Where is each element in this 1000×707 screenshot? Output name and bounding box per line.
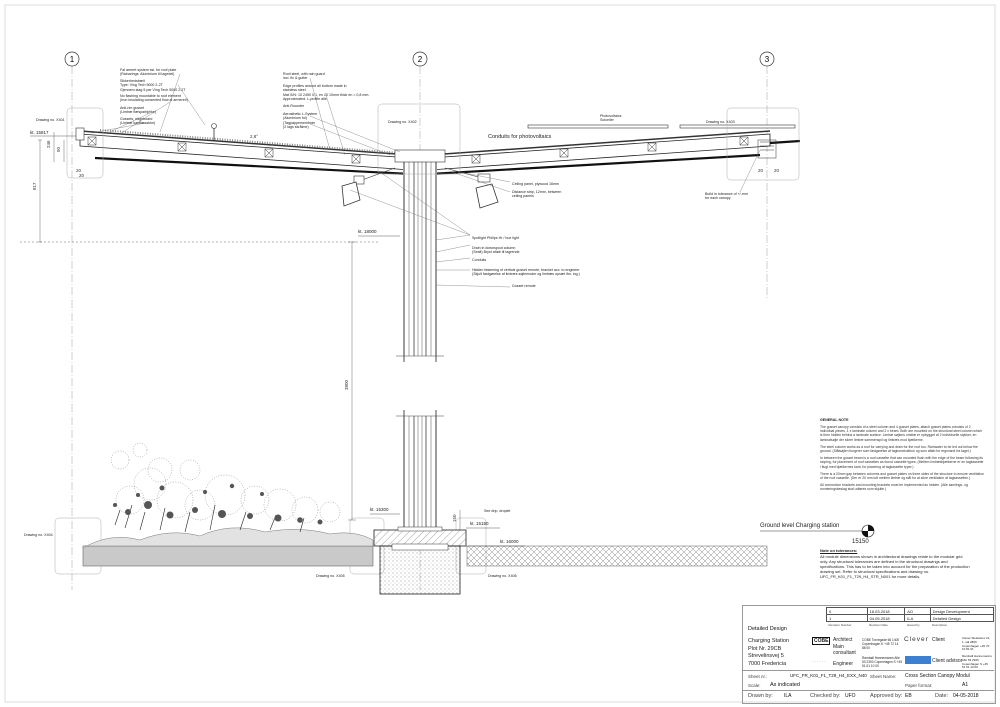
spotlight-left xyxy=(341,167,396,207)
svg-text:50: 50 xyxy=(56,146,61,152)
drawing-ref-left: Drawing no. X401 xyxy=(36,118,65,122)
advisor-address: Rambøll Hannemanns Allé 53 2300 Copenhag… xyxy=(962,654,992,670)
sheet-nr: UFC_FR_K01_F1_T29_H4_EXX_N40 xyxy=(790,673,867,678)
client-advisor-label: Client advisor xyxy=(932,658,963,664)
checked-by: UFO xyxy=(845,693,856,699)
svg-text:2,8°: 2,8° xyxy=(250,134,258,139)
annotation-left: Fal armert system ssi. for roof plate (R… xyxy=(120,68,188,126)
scale-label: Scale: xyxy=(748,683,761,688)
svg-text:kt. 15300: kt. 15300 xyxy=(370,507,389,512)
detail-callout-left xyxy=(66,107,104,179)
steel-column xyxy=(377,103,461,532)
title-block xyxy=(742,605,996,704)
tolerance-note-title: Note on tolerances: xyxy=(820,548,858,553)
svg-text:kt. 18000: kt. 18000 xyxy=(358,229,377,234)
vegetation xyxy=(110,442,341,533)
drawn-by-label: Drawn by: xyxy=(748,693,773,699)
svg-text:20: 20 xyxy=(79,173,85,178)
svg-text:817: 817 xyxy=(32,182,37,190)
svg-text:2: 2 xyxy=(418,55,423,64)
annotation-build-tolerance: Build in tolerance of +/-mm for each can… xyxy=(705,192,748,201)
level-markers: kt. 15817 kt. 18000 kt. 15300 kt. 15150 … xyxy=(30,130,525,547)
paper-format-label: Paper format: xyxy=(905,683,933,688)
sheet-nr-label: Sheet nr.: xyxy=(748,674,768,679)
phase-label: Detailed Design xyxy=(748,626,787,632)
date: 04-05-2018 xyxy=(953,693,979,699)
planting-bed xyxy=(82,527,374,567)
approved-by-label: Approved by: xyxy=(870,693,903,699)
grid-axis-3: 3 xyxy=(759,51,775,300)
scale: As indicated xyxy=(770,682,800,688)
client-label: Client xyxy=(932,637,945,643)
annotation-conduits: Conduits xyxy=(472,258,487,262)
leader-lines xyxy=(91,73,761,288)
annotation-center: Roof steel, with rain guard incl. fix & … xyxy=(283,72,370,130)
paper-format: A1 xyxy=(962,682,969,688)
grid-axis-1: 1 xyxy=(64,51,80,590)
svg-text:246: 246 xyxy=(46,140,51,148)
annotation-gusset-remote: Gusset remote xyxy=(512,284,536,288)
annotation-hidden-fastening: Hidden fastening of vertical gusset remo… xyxy=(472,268,580,277)
client-address: Clever Sletteskov 21, 1. sal 2860 Copenh… xyxy=(962,636,991,652)
annotation-spotlight: Spotlight Philips Hr / hue light xyxy=(472,236,519,240)
sheet-border xyxy=(4,4,996,703)
annotation-see-drip: See drip, droplet xyxy=(484,509,511,513)
general-note-title: GENERAL NOTE xyxy=(820,418,849,422)
svg-text:20: 20 xyxy=(76,168,82,173)
checked-by-label: Checked by: xyxy=(810,693,841,699)
svg-text:20: 20 xyxy=(774,168,780,173)
annotation-drain: Drain in downspout column (Sealt) Bryst … xyxy=(472,246,520,255)
svg-text:3800: 3800 xyxy=(344,379,349,390)
approved-by: EB xyxy=(905,693,912,699)
engineer-logo: - - - - - - xyxy=(812,658,826,663)
svg-text:3: 3 xyxy=(765,55,770,64)
detail-callout-right xyxy=(726,107,800,181)
date-label: Date: xyxy=(935,693,949,699)
foundation xyxy=(373,526,467,595)
svg-text:kt. 16000: kt. 16000 xyxy=(500,539,519,544)
svg-text:15150: 15150 xyxy=(852,539,869,545)
advisor-logo xyxy=(905,656,931,664)
annotation-distance-strip: Distance strip, 12mm, between ceiling pa… xyxy=(512,190,562,199)
ground-level-marker: Ground level Charging station 15150 xyxy=(760,523,875,545)
drawn-by: ILA xyxy=(784,693,792,699)
dimension-labels: 817 246 50 20 20 20 20 3800 150 2,8° xyxy=(32,134,780,522)
svg-text:150: 150 xyxy=(452,514,457,522)
drawing-ref-foot-right: Drawing no. X406 xyxy=(488,574,517,578)
annotation-conduits-pv: Conduits for photovoltaics xyxy=(488,134,552,140)
svg-text:1: 1 xyxy=(70,55,75,64)
sheet-name: Cross Section Canopy Modul xyxy=(905,673,970,679)
spotlight-right xyxy=(444,167,499,209)
architect-logo: COBE xyxy=(812,637,831,645)
cobe-address: COBE Torvegade 66 1400 Copenhagen K +45 … xyxy=(862,638,900,650)
drawing-ref-right: Drawing no. X403 xyxy=(706,120,735,124)
canopy-roof xyxy=(75,123,801,176)
drawing-ref-foot-left: Drawing no. X405 xyxy=(316,574,345,578)
engineer-address: Rambøll Hannemanns Allé 53 2300 Copenhag… xyxy=(862,656,902,668)
project-info: Charging Station Plot Nr. 29CB Strevelin… xyxy=(748,638,789,667)
svg-text:Ground level Charging station: Ground level Charging station xyxy=(760,523,839,529)
general-note: The gusset canopy consists of a steel co… xyxy=(820,425,984,492)
annotation-ceiling-panel: Ceiling panel, plywood 16mm xyxy=(512,182,559,186)
svg-text:kt. 15817: kt. 15817 xyxy=(30,130,49,135)
paving xyxy=(466,545,768,567)
drawing-ref-ground: Drawing no. X404 xyxy=(24,533,53,537)
svg-text:kt. 15150: kt. 15150 xyxy=(470,521,489,526)
annotation-photovoltaics: Photovoltaics Solceller xyxy=(600,114,622,123)
tolerance-note: All module dimensions shown in architect… xyxy=(820,554,970,579)
dimensions xyxy=(20,132,461,530)
architect-labels: Architect Main consultant Engineer xyxy=(833,637,856,667)
drawing-ref-center: Drawing no. X402 xyxy=(388,120,417,124)
client-logo: Clever xyxy=(904,636,929,643)
sheet-name-label: Sheet Name: xyxy=(870,674,897,679)
svg-text:20: 20 xyxy=(758,168,764,173)
